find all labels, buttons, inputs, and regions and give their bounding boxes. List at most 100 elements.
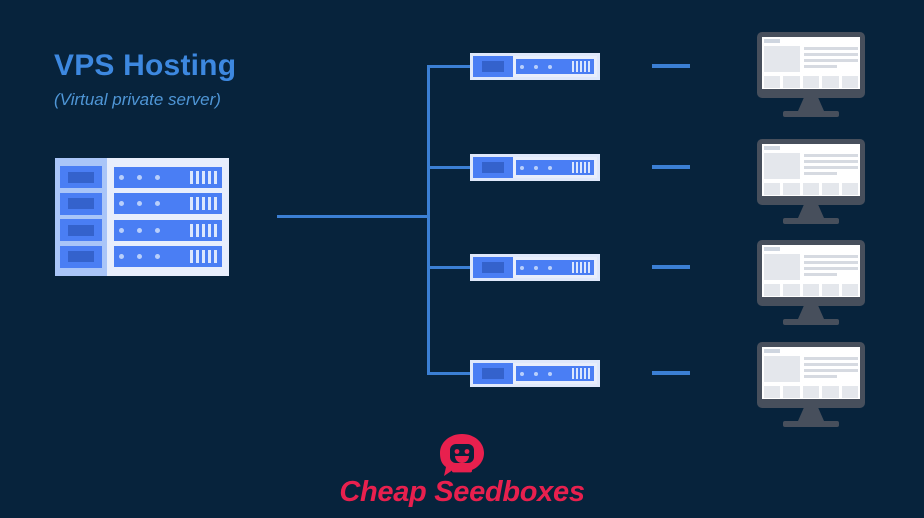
content-tile (822, 183, 839, 195)
vps-indicator-dot (548, 64, 552, 69)
content-tile (802, 183, 820, 195)
content-tile (841, 76, 859, 88)
text-line-group (804, 254, 858, 280)
vps-indicator-lights (520, 371, 552, 376)
vps-vent-stripe (580, 368, 582, 379)
physical-server-rack (55, 158, 229, 276)
monitor-bezel (757, 32, 865, 98)
rack-server-bay (114, 193, 222, 215)
text-line (804, 53, 858, 56)
vps-indicator-lights (520, 265, 552, 270)
vps-vent-stripe (572, 368, 574, 379)
rack-server-bay (114, 245, 222, 267)
text-line (804, 261, 858, 264)
vps-indicator-dot (548, 265, 552, 270)
vps-vent-stripes (572, 162, 590, 173)
monitor-bezel (757, 240, 865, 306)
page-hero-row (764, 356, 858, 382)
rack-panel-chip (68, 198, 94, 210)
client-connector-dash (652, 64, 690, 68)
vps-node-1 (470, 53, 600, 80)
tile-row (764, 76, 859, 88)
vps-front-panel (473, 56, 513, 77)
rack-vent-stripes (190, 223, 217, 237)
monitor-base (783, 421, 839, 427)
vps-front-panel (473, 257, 513, 278)
monitor-base (783, 319, 839, 325)
rack-panel-row (60, 219, 102, 242)
rack-indicator-dot (155, 201, 160, 207)
page-subtitle: (Virtual private server) (54, 90, 221, 109)
rack-indicator-lights (119, 227, 160, 233)
vps-server-bay (516, 366, 594, 381)
vps-panel-chip (482, 262, 504, 273)
monitor-screen (762, 347, 860, 399)
vps-vent-stripes (572, 61, 590, 72)
rack-indicator-dot (119, 201, 124, 207)
page-hero-row (764, 254, 858, 280)
vps-vent-stripe (588, 61, 590, 72)
rack-indicator-lights (119, 201, 160, 207)
vps-vent-stripe (572, 262, 574, 273)
rack-vent-stripes (190, 197, 217, 211)
content-tile (802, 386, 820, 398)
rack-vent-stripe (214, 197, 217, 211)
text-line (804, 375, 838, 378)
connector-branch (427, 372, 473, 375)
rack-vent-stripes (190, 249, 217, 263)
vps-vent-stripe (580, 61, 582, 72)
rack-indicator-dot (137, 253, 142, 259)
vps-vent-stripe (588, 368, 590, 379)
text-line (804, 363, 858, 366)
rack-vent-stripe (190, 223, 193, 237)
content-tile (802, 284, 820, 296)
monitor-bezel (757, 342, 865, 408)
rack-vent-stripe (190, 249, 193, 263)
rack-panel-row (60, 166, 102, 189)
text-line (804, 160, 858, 163)
vps-panel-chip (482, 61, 504, 72)
vps-front-panel (473, 363, 513, 384)
content-tile (783, 183, 800, 195)
text-line-group (804, 153, 858, 179)
robot-speech-bubble-icon (440, 434, 484, 476)
vps-server-bay (516, 260, 594, 275)
vps-vent-stripe (576, 162, 578, 173)
vps-vent-stripe (584, 162, 586, 173)
vps-indicator-dot (534, 165, 538, 170)
monitor-base (783, 218, 839, 224)
rack-server-bays (107, 158, 229, 276)
monitor-neck (798, 306, 824, 319)
rack-vent-stripe (196, 197, 199, 211)
browser-tab (764, 349, 780, 353)
page-hero-row (764, 46, 858, 72)
rack-indicator-dot (119, 227, 124, 233)
rack-indicator-lights (119, 175, 160, 181)
vps-vent-stripe (576, 262, 578, 273)
vps-vent-stripe (576, 368, 578, 379)
rack-vent-stripe (214, 223, 217, 237)
connector-spine-vertical (427, 65, 430, 375)
rack-vent-stripe (202, 171, 205, 185)
text-line (804, 47, 858, 50)
rack-panel-chip (68, 224, 94, 236)
monitor-neck (798, 408, 824, 421)
client-connector-dash (652, 165, 690, 169)
content-tile (822, 284, 839, 296)
vps-indicator-dot (520, 265, 524, 270)
client-monitor-1 (757, 32, 865, 117)
vps-vent-stripes (572, 262, 590, 273)
vps-indicator-lights (520, 64, 552, 69)
rack-indicator-dot (119, 175, 124, 181)
rack-panel-row (60, 245, 102, 268)
rack-indicator-dot (119, 253, 124, 259)
vps-vent-stripe (576, 61, 578, 72)
rack-indicator-lights (119, 253, 160, 259)
content-tile (783, 386, 800, 398)
vps-panel-chip (482, 368, 504, 379)
vps-node-4 (470, 360, 600, 387)
rack-indicator-dot (137, 201, 142, 207)
content-tile (764, 386, 781, 398)
rack-vent-stripe (214, 171, 217, 185)
